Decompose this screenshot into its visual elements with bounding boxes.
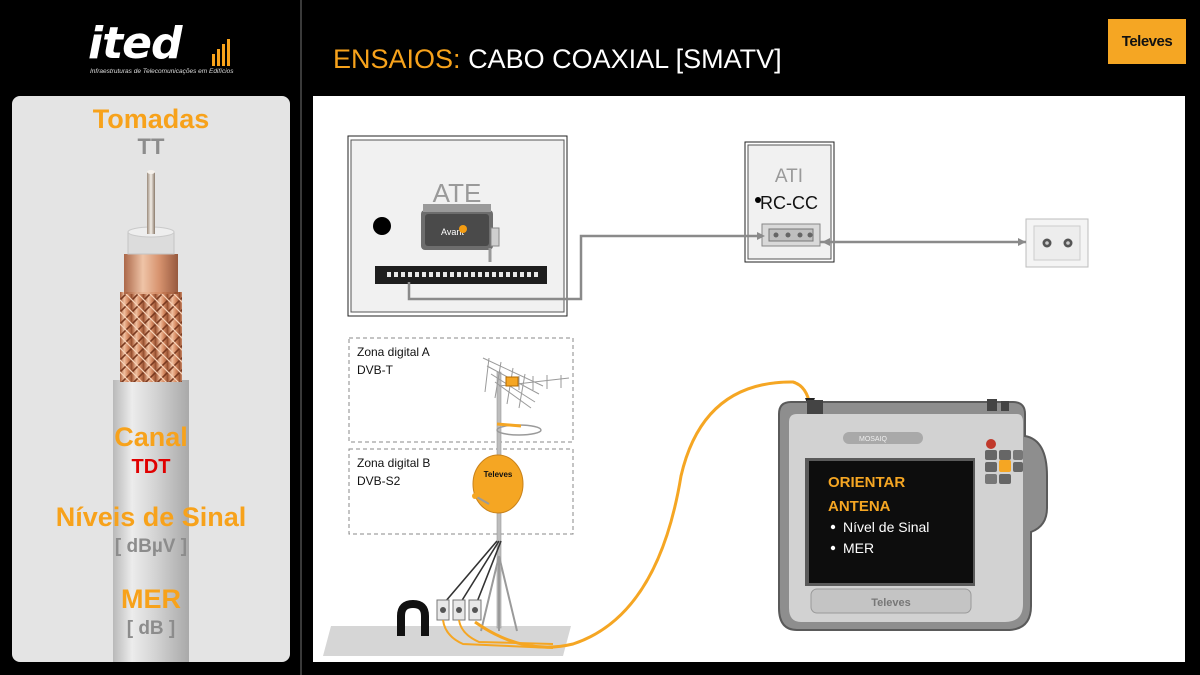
zone-a-standard: DVB-T — [357, 363, 394, 377]
ited-logo: ited Infraestruturas de Telecomunicações… — [88, 18, 248, 76]
satellite-dish-icon: Televes — [472, 454, 524, 514]
label-tt: TT — [137, 134, 165, 159]
label-dbuv: [ dBµV ] — [114, 536, 188, 557]
antenna-mast: Televes — [323, 357, 571, 656]
zone-a-name: Zona digital A — [357, 345, 430, 359]
title-keyword: ENSAIOS: — [333, 44, 461, 74]
signal-bars-icon — [212, 39, 230, 66]
ati-cabinet: ATI RC-CC — [744, 141, 835, 263]
screen-bullet-signal-level: Nível de Sinal — [843, 519, 929, 535]
splitter — [761, 223, 821, 247]
screen-title-line2: ANTENA — [828, 498, 891, 515]
meter-brand-label: Televes — [871, 597, 911, 609]
coax-cable-illustration — [113, 170, 189, 662]
cable-conduit — [397, 599, 429, 636]
gray-coax-cables — [407, 234, 1026, 301]
ati-label: ATI — [775, 166, 803, 187]
rc-cc-label: RC-CC — [760, 193, 818, 213]
ate-cabinet: ATE Avant — [347, 135, 568, 317]
avant-label: Avant — [441, 227, 464, 237]
avant-amplifier: Avant — [421, 204, 500, 250]
screen-title-line1: ORIENTAR — [828, 474, 905, 491]
diagram-area: ATE Avant — [313, 96, 1185, 662]
label-db: [ dB ] — [126, 618, 176, 639]
smatv-diagram: ATE Avant — [323, 135, 1089, 656]
label-canal: Canal — [114, 422, 188, 452]
uhf-antenna-icon — [482, 357, 570, 409]
coax-cable-card: Tomadas TT Canal TDT Níveis de Sinal [ d… — [12, 96, 290, 662]
label-tdt: TDT — [131, 456, 171, 478]
zone-digital-b: Zona digital B DVB-S2 — [348, 448, 574, 535]
logo-wordmark: ited — [88, 18, 182, 69]
arrow-icon — [757, 232, 765, 240]
title-text: CABO COAXIAL [SMATV] — [468, 44, 782, 74]
arrow-icon — [1018, 238, 1026, 246]
televes-logo: Televes — [1108, 19, 1186, 64]
ate-label: ATE — [433, 178, 482, 208]
zone-digital-a: Zona digital A DVB-T — [348, 337, 574, 443]
meter-keypad[interactable] — [985, 439, 1023, 484]
screen-bullet-mer: MER — [843, 540, 874, 556]
page-title: ENSAIOS: CABO COAXIAL [SMATV] — [333, 44, 782, 75]
label-niveis-de-sinal: Níveis de Sinal — [55, 502, 247, 532]
zone-b-name: Zona digital B — [357, 456, 430, 470]
zone-b-standard: DVB-S2 — [357, 474, 401, 488]
meter-screen — [809, 461, 973, 583]
dish-brand-label: Televes — [484, 470, 513, 479]
label-tomadas: Tomadas — [92, 104, 210, 134]
cabinet-hole-icon — [373, 217, 391, 235]
label-mer: MER — [121, 584, 181, 614]
arrow-icon — [822, 238, 830, 246]
test-cable — [474, 380, 812, 649]
wall-outlet — [1025, 218, 1089, 268]
brand-name: Televes — [1121, 33, 1173, 50]
patch-panel — [375, 266, 547, 284]
logo-subtitle: Infraestruturas de Telecomunicações em E… — [90, 68, 234, 75]
meter-model-label: MOSAIQ — [859, 436, 888, 443]
lnb-connectors — [436, 599, 482, 621]
field-meter: MOSAIQ ORIENTAR ANTENA Nível de Sinal M — [778, 399, 1048, 631]
